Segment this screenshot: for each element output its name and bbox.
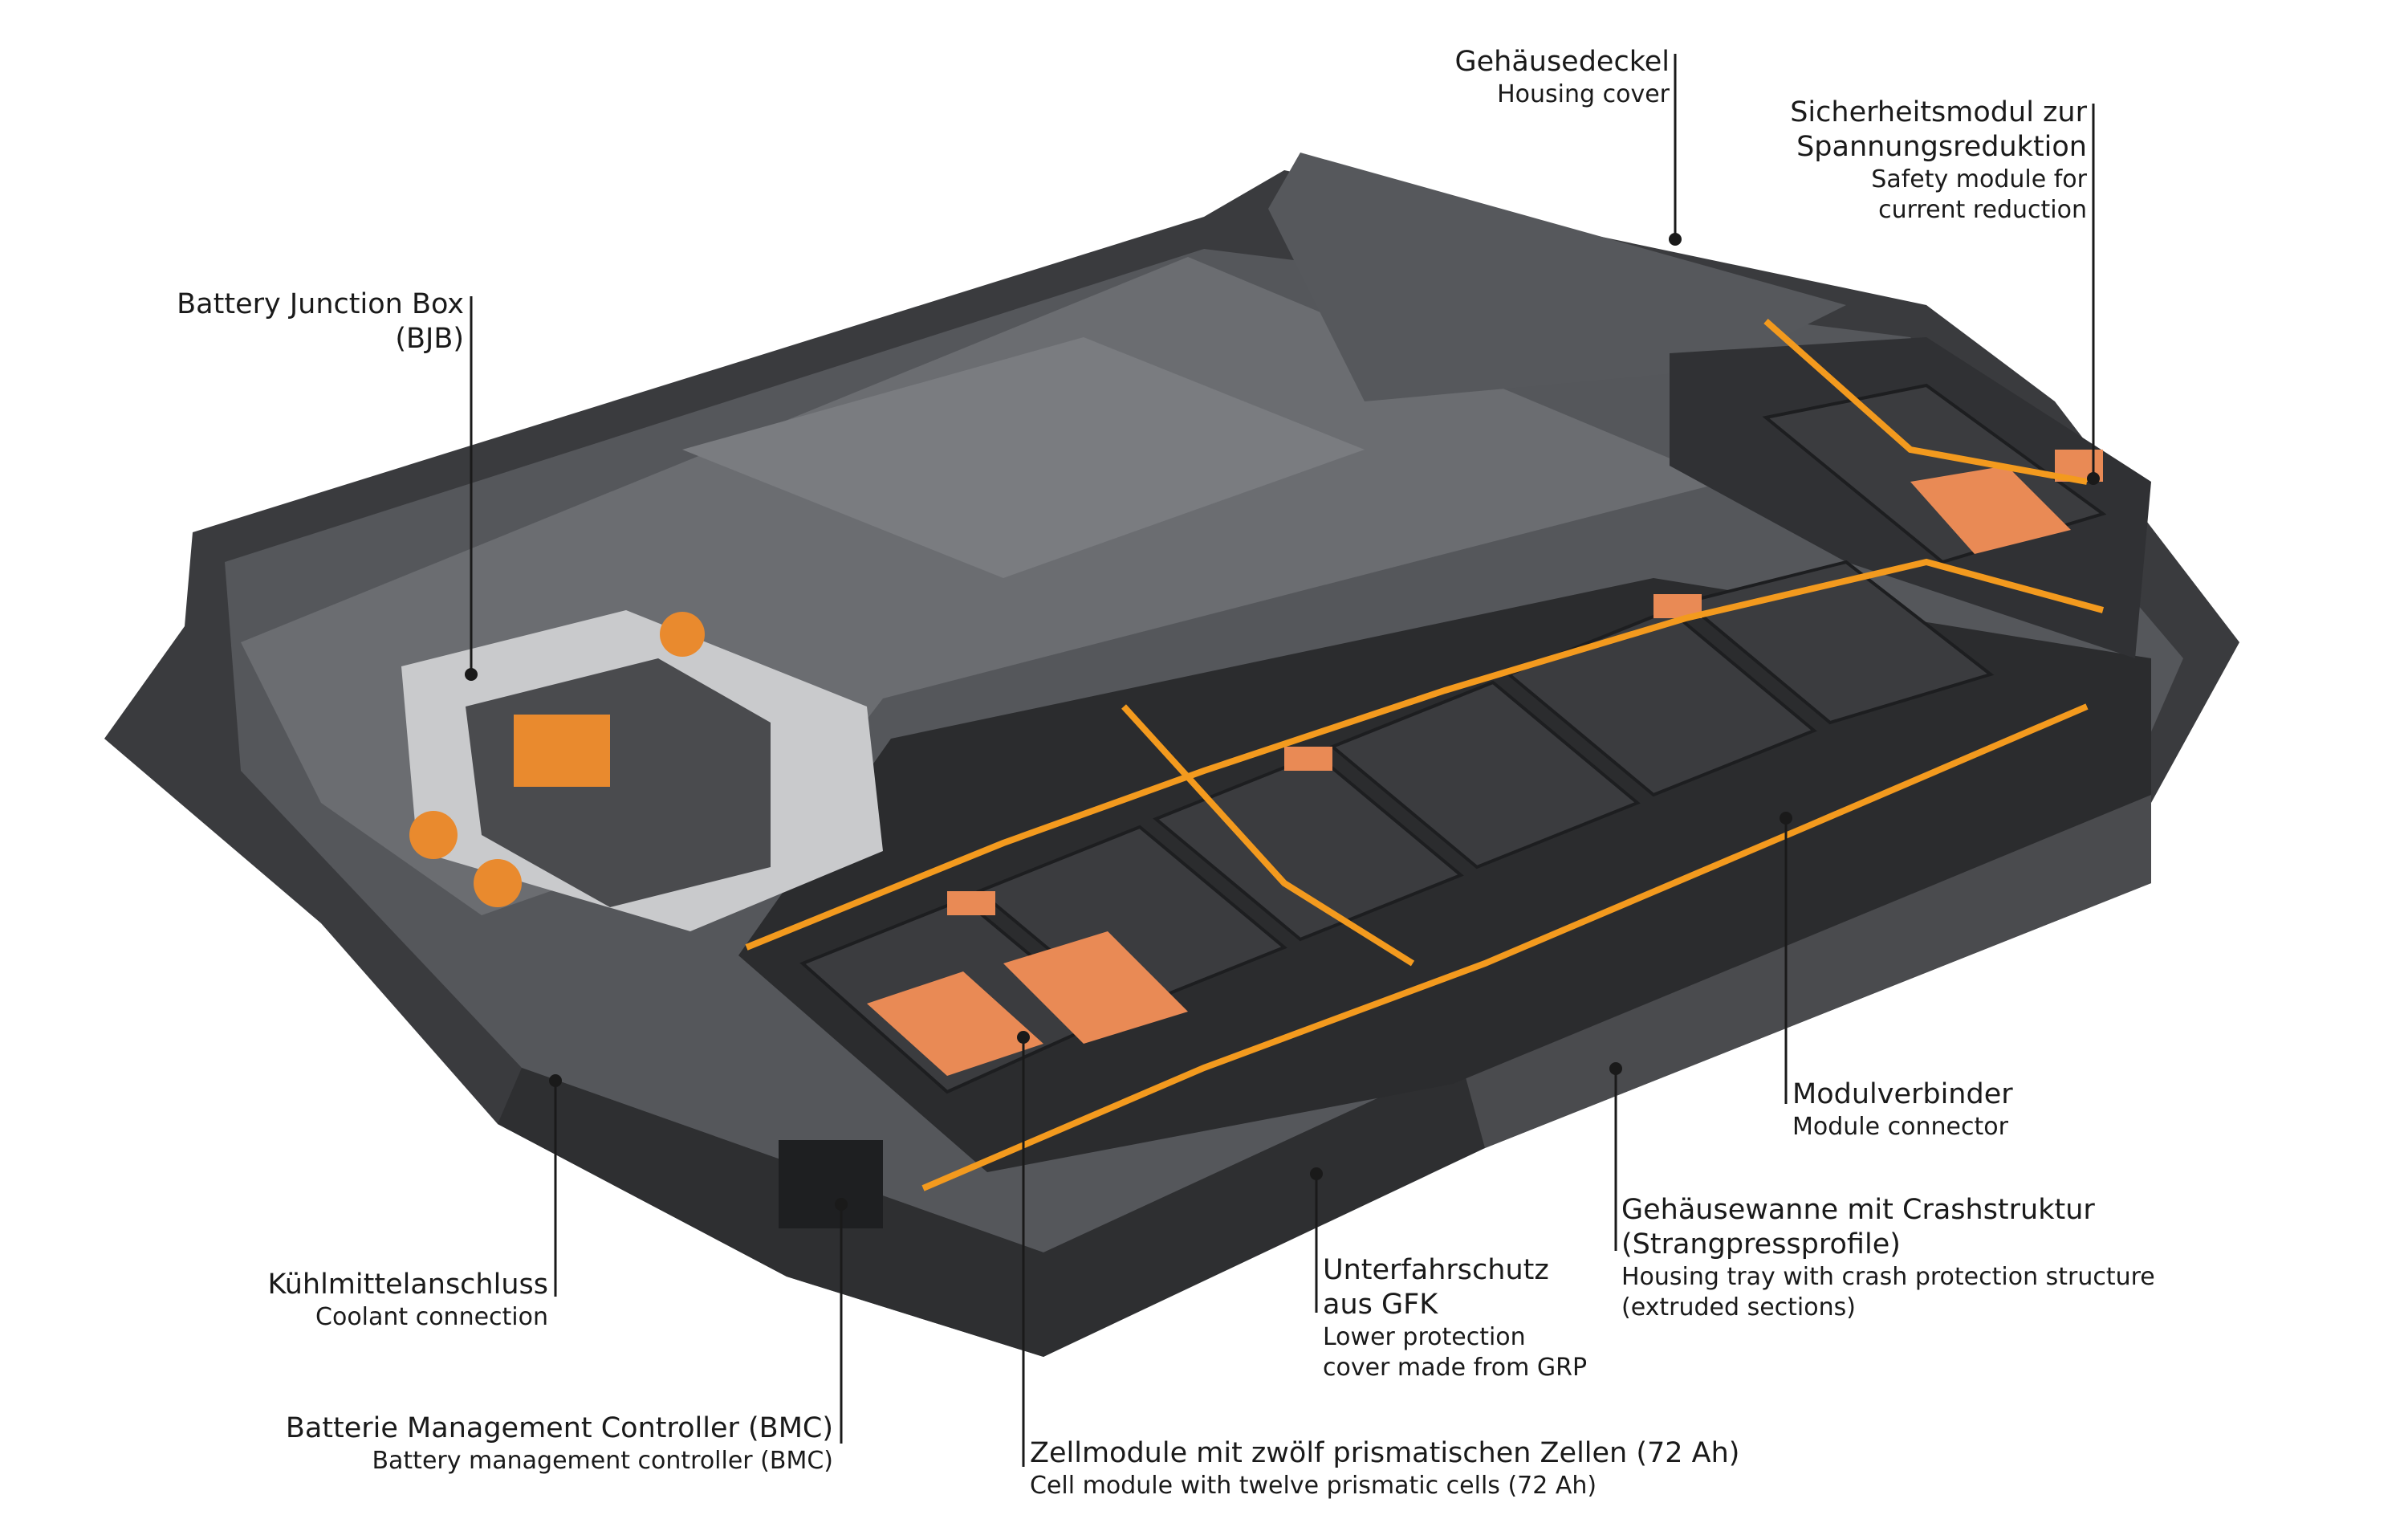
label-en: Housing cover (1497, 80, 1670, 108)
label-en: Module connector (1792, 1113, 2008, 1141)
label-en: current reduction (1878, 196, 2087, 224)
label-housing-cover: Gehäusedeckel Housing cover (1454, 48, 1670, 113)
label-safety-module: Sicherheitsmodul zur Spannungsreduktion … (1790, 99, 2087, 229)
lid-panel (682, 337, 1365, 578)
label-de: Spannungsreduktion (1796, 131, 2087, 163)
label-en: cover made from GRP (1323, 1354, 1588, 1382)
label-de: Unterfahrschutz (1323, 1254, 1549, 1286)
label-en: Coolant connection (315, 1303, 548, 1331)
label-de: Gehäusedeckel (1454, 46, 1670, 78)
label-de: Gehäusewanne mit Crashstruktur (1621, 1194, 2095, 1226)
label-de: (Strangpressprofile) (1621, 1228, 1901, 1260)
label-lower-protection: Unterfahrschutz aus GFK Lower protection… (1323, 1256, 1587, 1387)
leader-dots (465, 233, 2100, 1211)
label-housing-tray: Gehäusewanne mit Crashstruktur (Strangpr… (1621, 1196, 2155, 1326)
label-cell-module: Zellmodule mit zwölf prismatischen Zelle… (1030, 1440, 1739, 1505)
label-en: Lower protection (1323, 1323, 1526, 1351)
battery-junction-box (401, 610, 883, 931)
lower-protection-cover (498, 1060, 1485, 1357)
label-en: (extruded sections) (1621, 1293, 1856, 1322)
label-bmc: Batterie Management Controller (BMC) Bat… (286, 1415, 833, 1480)
label-en: Safety module for (1871, 165, 2087, 193)
label-coolant: Kühlmittelanschluss Coolant connection (268, 1271, 549, 1336)
leader-lines (470, 54, 2095, 1467)
label-en: Cell module with twelve prismatic cells … (1030, 1472, 1597, 1500)
label-line: Battery Junction Box (177, 288, 464, 320)
label-module-connector: Modulverbinder Module connector (1792, 1081, 2013, 1146)
label-en: Battery management controller (BMC) (372, 1447, 833, 1475)
label-de: Kühlmittelanschluss (267, 1269, 549, 1301)
label-de: Sicherheitsmodul zur (1790, 96, 2087, 128)
label-line: (BJB) (395, 323, 464, 355)
bmc-unit (779, 1140, 883, 1228)
label-de: Batterie Management Controller (BMC) (285, 1412, 833, 1444)
label-bjb: Battery Junction Box (BJB) (177, 291, 464, 360)
label-de: Modulverbinder (1792, 1078, 2013, 1110)
housing-cover-raised (1268, 153, 1846, 401)
label-en: Housing tray with crash protection struc… (1621, 1263, 2155, 1291)
label-de: aus GFK (1323, 1289, 1438, 1321)
wiring (745, 319, 2105, 1191)
tray-side-profile (1445, 795, 2151, 1148)
label-de: Zellmodule mit zwölf prismatischen Zelle… (1030, 1437, 1740, 1469)
